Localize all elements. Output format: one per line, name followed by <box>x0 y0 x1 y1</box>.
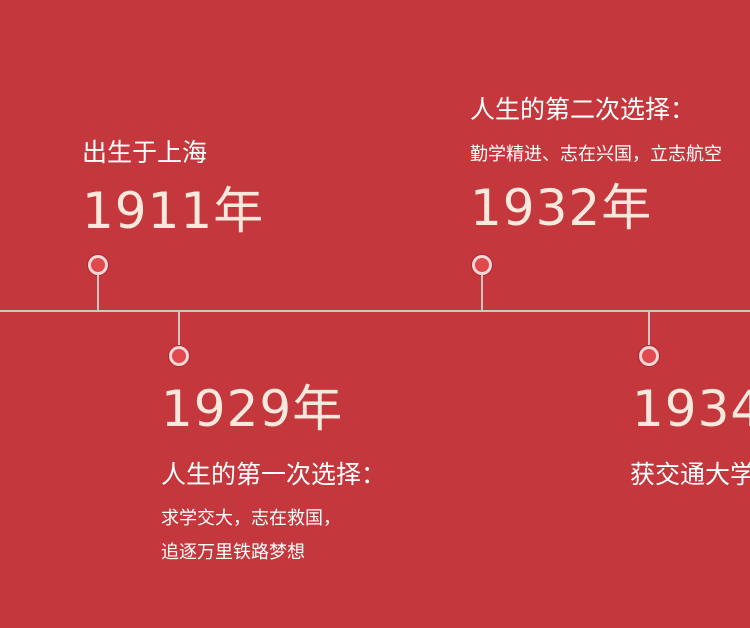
event-title: 获交通大学 <box>630 460 750 489</box>
event-title: 人生的第一次选择： <box>161 460 387 489</box>
timeline-axis <box>0 310 750 312</box>
timeline-marker-icon[interactable] <box>639 346 659 366</box>
event-title: 人生的第二次选择： <box>470 95 696 124</box>
event-description-line: 勤学精进、志在兴国，立志航空 <box>470 144 722 165</box>
connector-line <box>178 312 180 347</box>
event-description-line: 追逐万里铁路梦想 <box>161 542 305 563</box>
event-title: 出生于上海 <box>82 138 208 167</box>
event-year: 1932年 <box>470 179 653 237</box>
event-year: 1929年 <box>161 380 344 438</box>
timeline-marker-icon[interactable] <box>88 255 108 275</box>
timeline-marker-icon[interactable] <box>169 346 189 366</box>
event-description-line: 求学交大，志在救国， <box>161 508 341 529</box>
connector-line <box>648 312 650 347</box>
event-year: 1911年 <box>82 182 265 240</box>
connector-line <box>481 275 483 310</box>
connector-line <box>97 275 99 310</box>
timeline-marker-icon[interactable] <box>472 255 492 275</box>
event-year: 1934 <box>632 380 750 438</box>
